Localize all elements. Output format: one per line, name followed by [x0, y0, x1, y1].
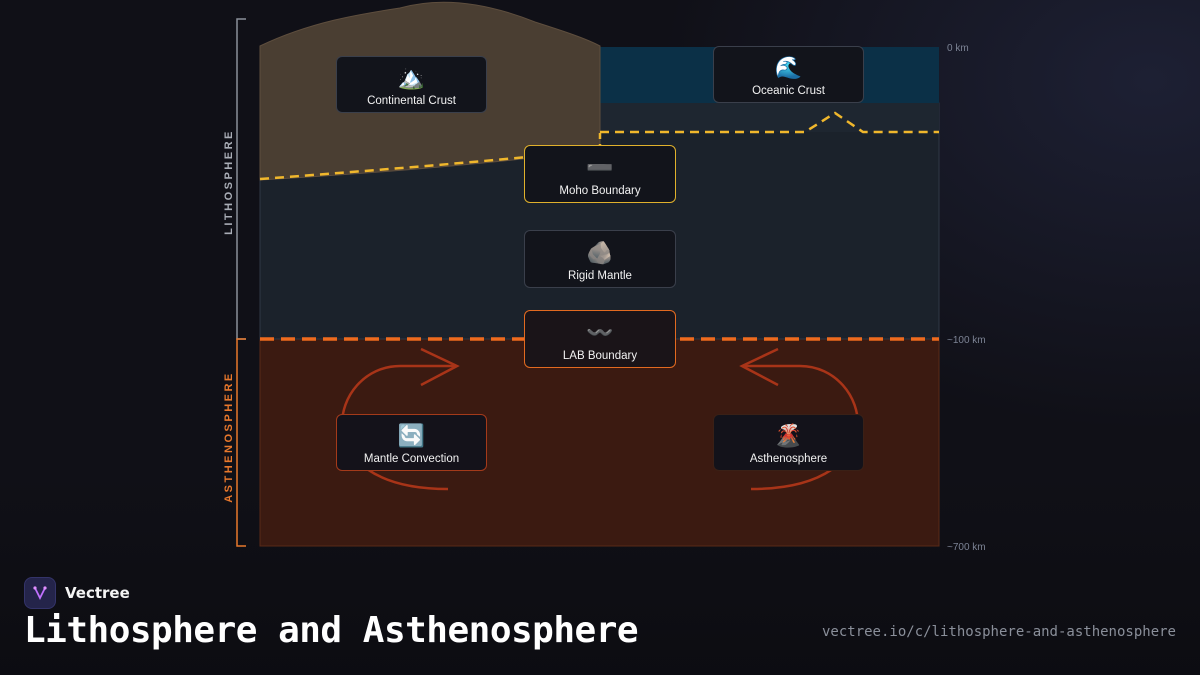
asthenosphere-label: ASTHENOSPHERE: [223, 371, 235, 503]
moho-line-oceanic: [600, 111, 939, 134]
brand[interactable]: Vectree: [24, 577, 130, 609]
mantle-convection-node[interactable]: 🔄 Mantle Convection: [336, 414, 487, 471]
oceanic-crust-band: [600, 103, 939, 132]
vectree-logo-icon: [24, 577, 56, 609]
depth-surface: 0 km: [947, 43, 969, 54]
node-label: Rigid Mantle: [568, 270, 632, 282]
convection-arrowhead-right: [739, 347, 779, 387]
asthenosphere-node[interactable]: 🌋 Asthenosphere: [713, 414, 864, 471]
volcano-icon: 🌋: [774, 424, 803, 449]
lab-boundary-node[interactable]: 〰️ LAB Boundary: [524, 310, 676, 368]
source-url[interactable]: vectree.io/c/lithosphere-and-asthenosphe…: [821, 624, 1176, 640]
wavy-dash-icon: 〰️: [586, 321, 614, 346]
node-label: Oceanic Crust: [752, 85, 825, 97]
rigid-mantle-node[interactable]: 🪨 Rigid Mantle: [524, 230, 676, 288]
mountain-icon: 🏔️: [397, 66, 426, 91]
minus-icon: ➖: [586, 156, 614, 181]
lithosphere-bracket: [236, 18, 246, 340]
node-label: Mantle Convection: [363, 453, 460, 465]
continental-crust-node[interactable]: 🏔️ Continental Crust: [336, 56, 487, 113]
brand-name: Vectree: [65, 584, 130, 602]
page-title: Lithosphere and Asthenosphere: [24, 610, 639, 651]
rock-icon: 🪨: [586, 241, 614, 266]
lithosphere-label: LITHOSPHERE: [223, 129, 235, 235]
node-label: Moho Boundary: [559, 185, 641, 197]
depth-lab: ~100 km: [947, 335, 986, 346]
moho-line-continental: [259, 148, 601, 181]
node-label: Asthenosphere: [749, 453, 828, 465]
cycle-arrows-icon: 🔄: [397, 424, 426, 449]
convection-arrowhead-left: [420, 347, 460, 387]
moho-boundary-node[interactable]: ➖ Moho Boundary: [524, 145, 676, 203]
wave-icon: 🌊: [774, 56, 803, 81]
node-label: LAB Boundary: [562, 350, 638, 362]
node-label: Continental Crust: [367, 95, 456, 107]
depth-base: ~700 km: [947, 542, 986, 553]
asthenosphere-bracket: [236, 338, 246, 547]
oceanic-crust-node[interactable]: 🌊 Oceanic Crust: [713, 46, 864, 103]
